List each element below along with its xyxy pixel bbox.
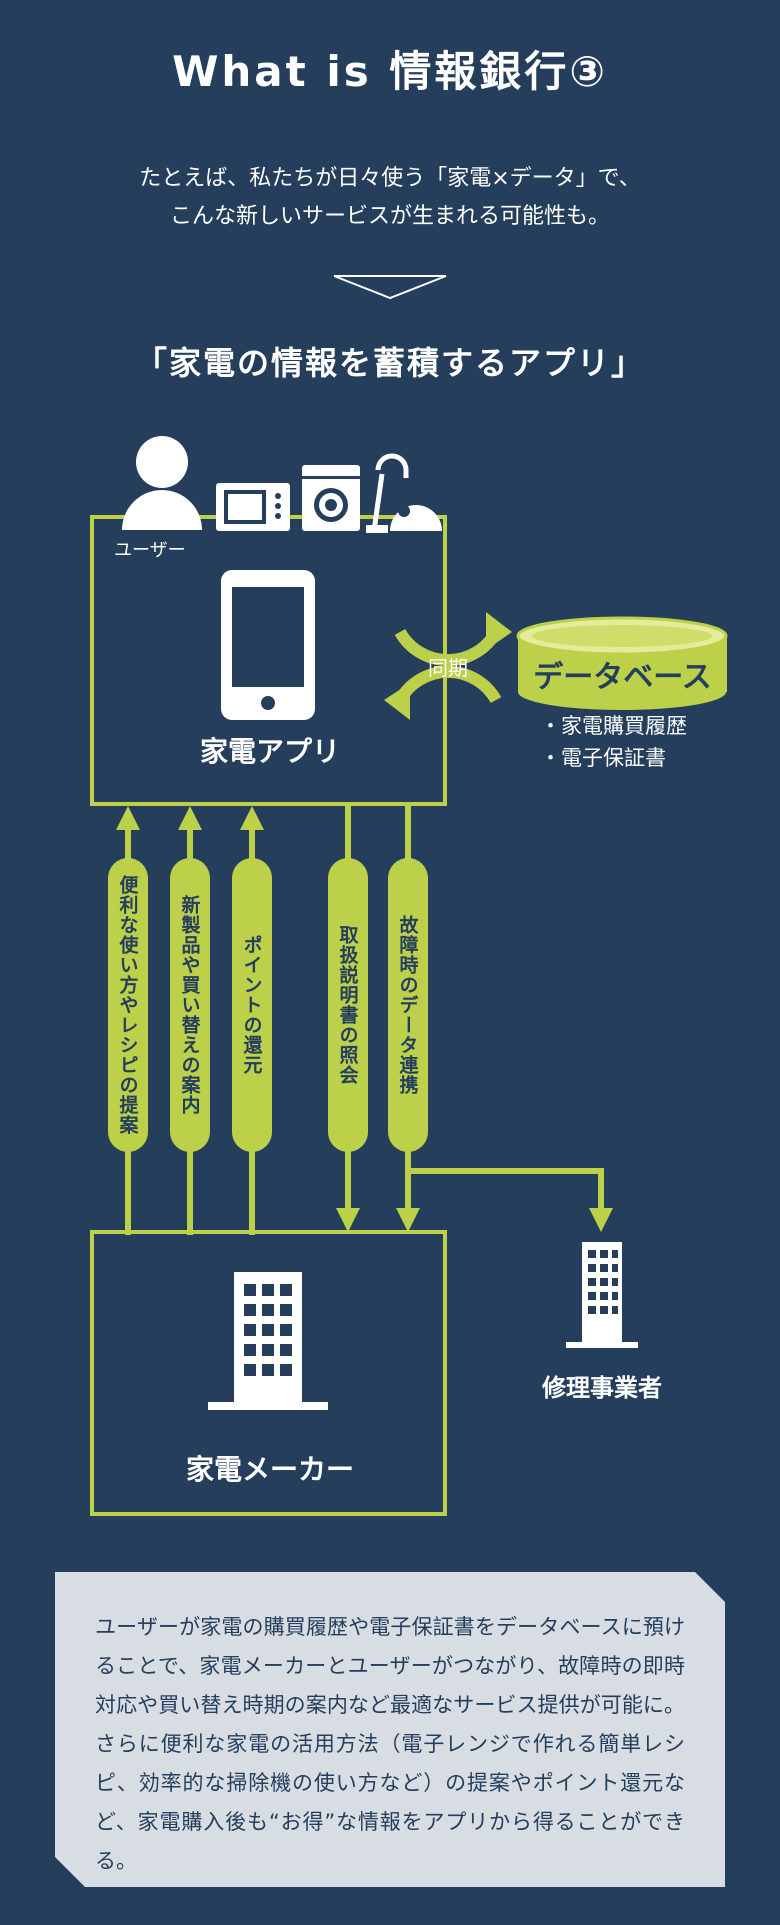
sync-label: 同期 xyxy=(428,656,468,680)
page-title: What is 情報銀行③ xyxy=(172,47,608,96)
database-label: データベース xyxy=(533,660,712,695)
intro-text: たとえば、私たちが日々使う「家電×データ」で、 こんな新しいサービスが生まれる可… xyxy=(0,160,780,236)
database-items: ・家電購買履歴 ・電子保証書 xyxy=(540,710,687,774)
intro-line-1: たとえば、私たちが日々使う「家電×データ」で、 xyxy=(139,166,641,191)
maker-building-icon xyxy=(208,1272,328,1410)
repair-building-icon xyxy=(566,1242,638,1348)
intro-line-2: こんな新しいサービスが生まれる可能性も。 xyxy=(169,204,610,229)
user-label: ユーザー xyxy=(114,540,186,561)
database-icon xyxy=(516,616,728,710)
down-arrows xyxy=(336,806,613,1232)
maker-box xyxy=(90,1230,447,1516)
vacuum-icon xyxy=(366,453,442,533)
repair-label: 修理事業者 xyxy=(542,1374,662,1402)
app-label: 家電アプリ xyxy=(199,735,340,768)
database-item: ・電子保証書 xyxy=(540,746,666,770)
diagram-title: 「家電の情報を蓄積するアプリ」 xyxy=(134,344,645,382)
flow-up-new-product-info: 新製品や買い替えの案内 xyxy=(170,858,210,1152)
flow-up-point-return: ポイントの還元 xyxy=(232,858,272,1152)
diagram-canvas xyxy=(90,436,728,1516)
down-arrow-icon xyxy=(333,275,447,300)
microwave-icon xyxy=(216,483,290,531)
flow-down-manual-lookup: 取扱説明書の照会 xyxy=(328,858,368,1152)
database-item: ・家電購買履歴 xyxy=(540,714,687,738)
flow-down-failure-data-link: 故障時のデータ連携 xyxy=(388,858,428,1152)
user-icon xyxy=(122,436,202,530)
maker-label: 家電メーカー xyxy=(185,1453,354,1486)
description-box: ユーザーが家電の購買履歴や電子保証書をデータベースに預けることで、家電メーカーと… xyxy=(55,1572,725,1887)
smartphone-icon xyxy=(221,570,315,720)
flow-up-recipe-suggestion: 便利な使い方やレシピの提案 xyxy=(108,858,148,1152)
washing-machine-icon xyxy=(302,465,360,531)
description-text: ユーザーが家電の購買履歴や電子保証書をデータベースに預けることで、家電メーカーと… xyxy=(95,1615,685,1873)
